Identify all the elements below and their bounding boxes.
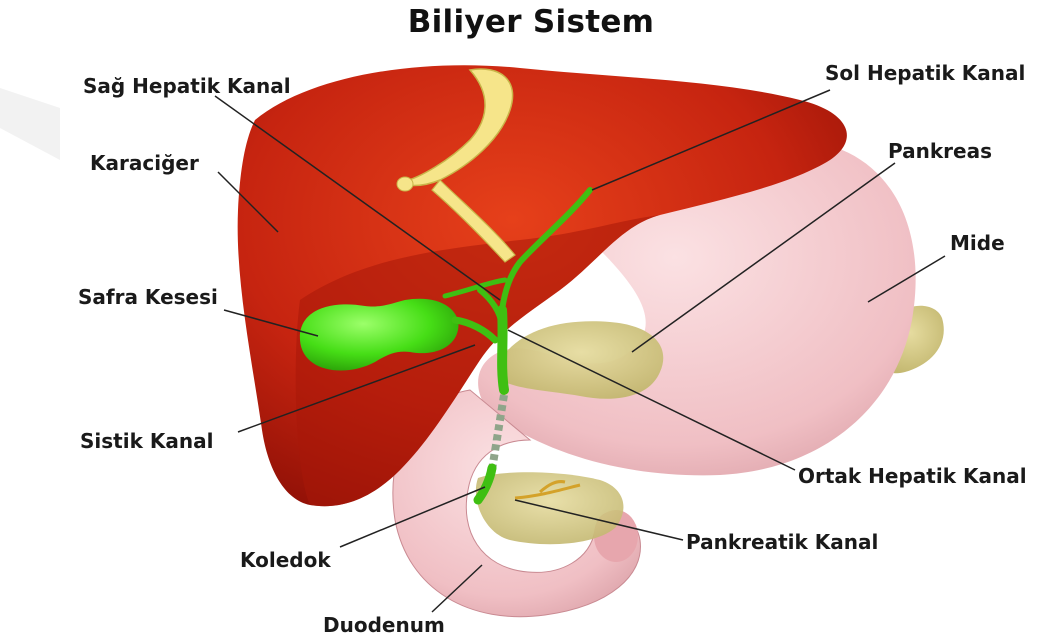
diagram-title: Biliyer Sistem: [0, 4, 1062, 40]
label-sol-hepatik-kanal: Sol Hepatik Kanal: [825, 63, 1025, 83]
label-sag-hepatik-kanal: Sağ Hepatik Kanal: [83, 76, 291, 96]
label-pankreatik-kanal: Pankreatik Kanal: [686, 532, 878, 552]
label-ortak-hepatik-kanal: Ortak Hepatik Kanal: [798, 466, 1027, 486]
corner-mark: [0, 88, 60, 160]
label-duodenum: Duodenum: [323, 615, 445, 635]
label-sistik-kanal: Sistik Kanal: [80, 431, 213, 451]
label-koledok: Koledok: [240, 550, 331, 570]
common-hepatic-duct-path: [502, 310, 504, 390]
ligament-end: [397, 177, 413, 191]
label-mide: Mide: [950, 233, 1005, 253]
label-safra-kesesi: Safra Kesesi: [78, 287, 218, 307]
label-karaciger: Karaciğer: [90, 153, 199, 173]
label-pankreas: Pankreas: [888, 141, 992, 161]
pancreas-body: [500, 321, 663, 399]
